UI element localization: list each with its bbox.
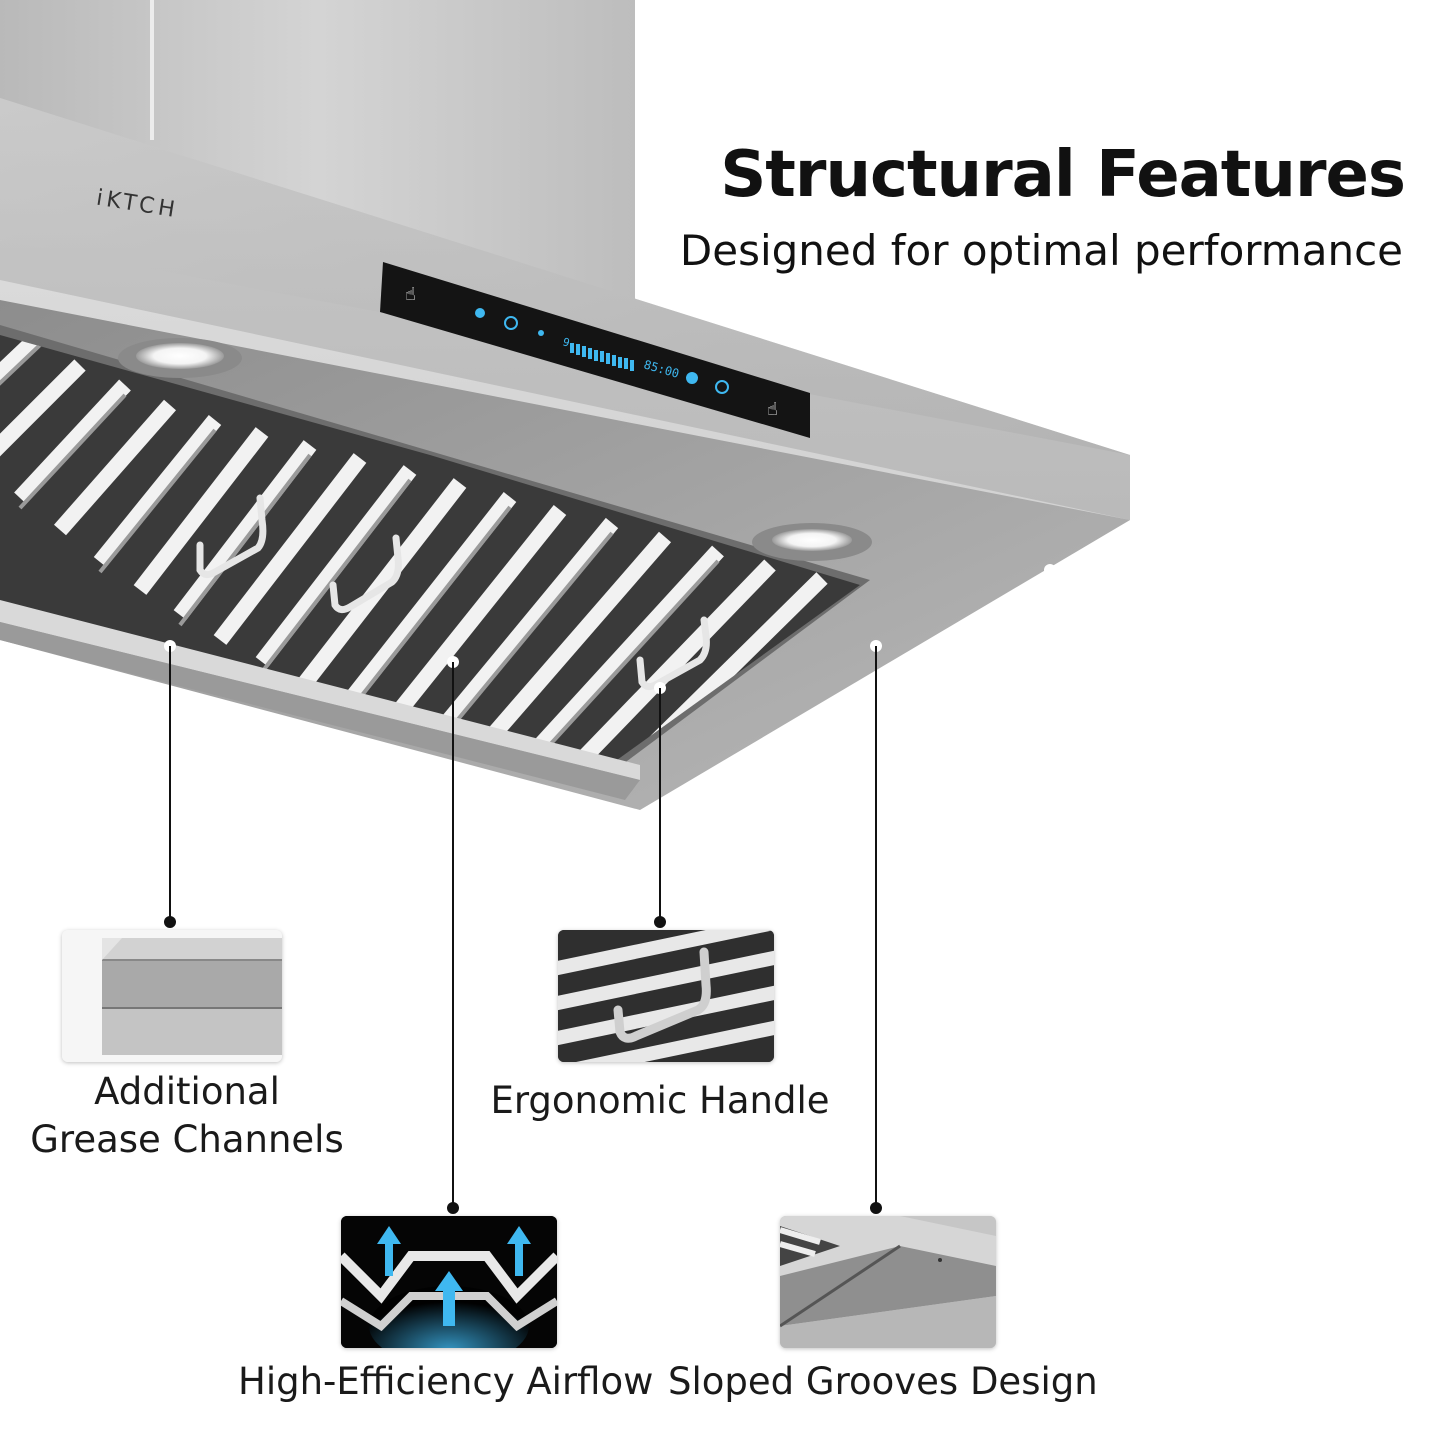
airflow-thumbnail bbox=[341, 1216, 557, 1348]
feature-label-grease-channels: Additional Grease Channels bbox=[22, 1068, 352, 1164]
chimney bbox=[0, 0, 635, 300]
feature-label-airflow: High-Efficiency Airflow bbox=[238, 1360, 654, 1403]
page-title: Structural Features bbox=[720, 138, 1406, 212]
feature-label-line2: Grease Channels bbox=[30, 1118, 344, 1161]
svg-text:☝: ☝ bbox=[405, 284, 416, 305]
feature-label-ergonomic-handle: Ergonomic Handle bbox=[490, 1079, 830, 1122]
control-panel: 9 85:00 ☝ ☝ bbox=[380, 262, 810, 438]
feature-label-line1: Additional bbox=[94, 1070, 280, 1113]
callout-end-dots bbox=[164, 916, 882, 1214]
handle-thumbnail bbox=[558, 930, 774, 1062]
feature-label-sloped-grooves: Sloped Grooves Design bbox=[668, 1360, 1098, 1403]
page-subtitle: Designed for optimal performance bbox=[679, 226, 1403, 275]
svg-text:☝: ☝ bbox=[767, 399, 778, 420]
grease-channel-rail bbox=[0, 600, 640, 780]
callout-lines bbox=[169, 646, 877, 1208]
groove-thumbnail bbox=[780, 1216, 996, 1348]
svg-text:9: 9 bbox=[561, 335, 571, 349]
filter-handles bbox=[196, 494, 710, 691]
grease-channel-thumbnail bbox=[62, 930, 282, 1062]
